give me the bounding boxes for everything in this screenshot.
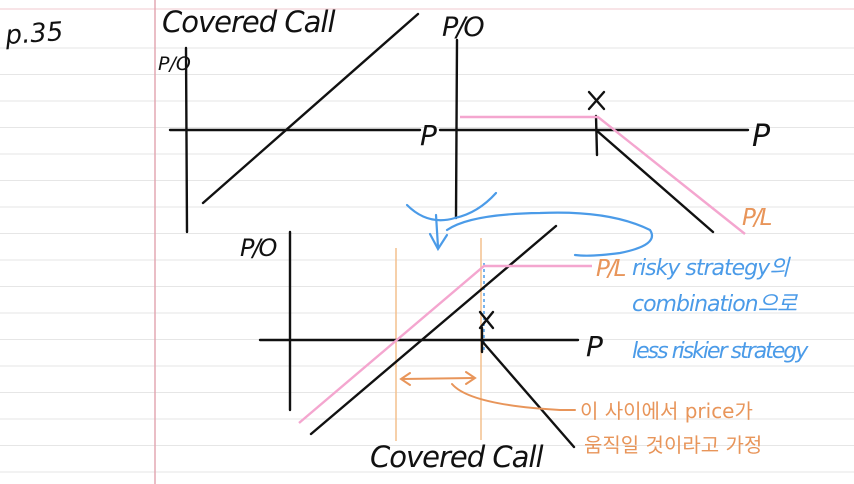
blue-note-line-2: combination으로 — [632, 292, 799, 317]
blue-note-line-1: risky strategy의 — [632, 256, 791, 281]
x-axis-label: P — [586, 330, 603, 363]
orange-note-line-2: 움직일 것이라고 가정 — [584, 433, 762, 457]
covered-call-chart — [258, 224, 580, 449]
ruled-lines — [0, 47, 854, 473]
short-call-pl-line — [460, 115, 746, 235]
strike-cross — [478, 310, 495, 330]
long-stock-chart — [168, 12, 422, 234]
combination-note: risky strategy의 combination으로 less riski… — [632, 256, 811, 364]
y-axis-label: P/O — [240, 234, 277, 262]
x-axis-label: P — [420, 119, 437, 152]
covered-call-pl-line — [298, 264, 592, 424]
price-range-note: 이 사이에서 price가 움직일 것이라고 가정 — [580, 399, 762, 457]
long-stock-payoff-line — [309, 224, 558, 436]
y-axis-label: P/O — [442, 12, 484, 43]
page-title: Covered Call — [162, 5, 335, 39]
short-call-payoff-line — [479, 338, 576, 449]
y-axis — [184, 46, 189, 234]
combination-arrow — [405, 191, 653, 257]
strike-tick — [594, 114, 599, 157]
y-axis-label: P/O — [158, 53, 191, 75]
short-call-chart — [438, 38, 750, 234]
orange-note-line-1: 이 사이에서 price가 — [580, 399, 753, 423]
blue-note-line-3: less riskier strategy — [632, 339, 809, 364]
chart-caption: Covered Call — [370, 440, 543, 474]
x-axis-label: P — [752, 119, 771, 154]
page-number: p.35 — [3, 17, 64, 51]
pl-line-label: P/L — [742, 205, 772, 231]
short-call-payoff-line — [594, 128, 715, 234]
strike-cross — [587, 90, 606, 111]
pl-line-label: P/L — [596, 256, 626, 282]
long-stock-payoff-line — [201, 12, 420, 205]
price-range-arrow — [399, 371, 576, 411]
